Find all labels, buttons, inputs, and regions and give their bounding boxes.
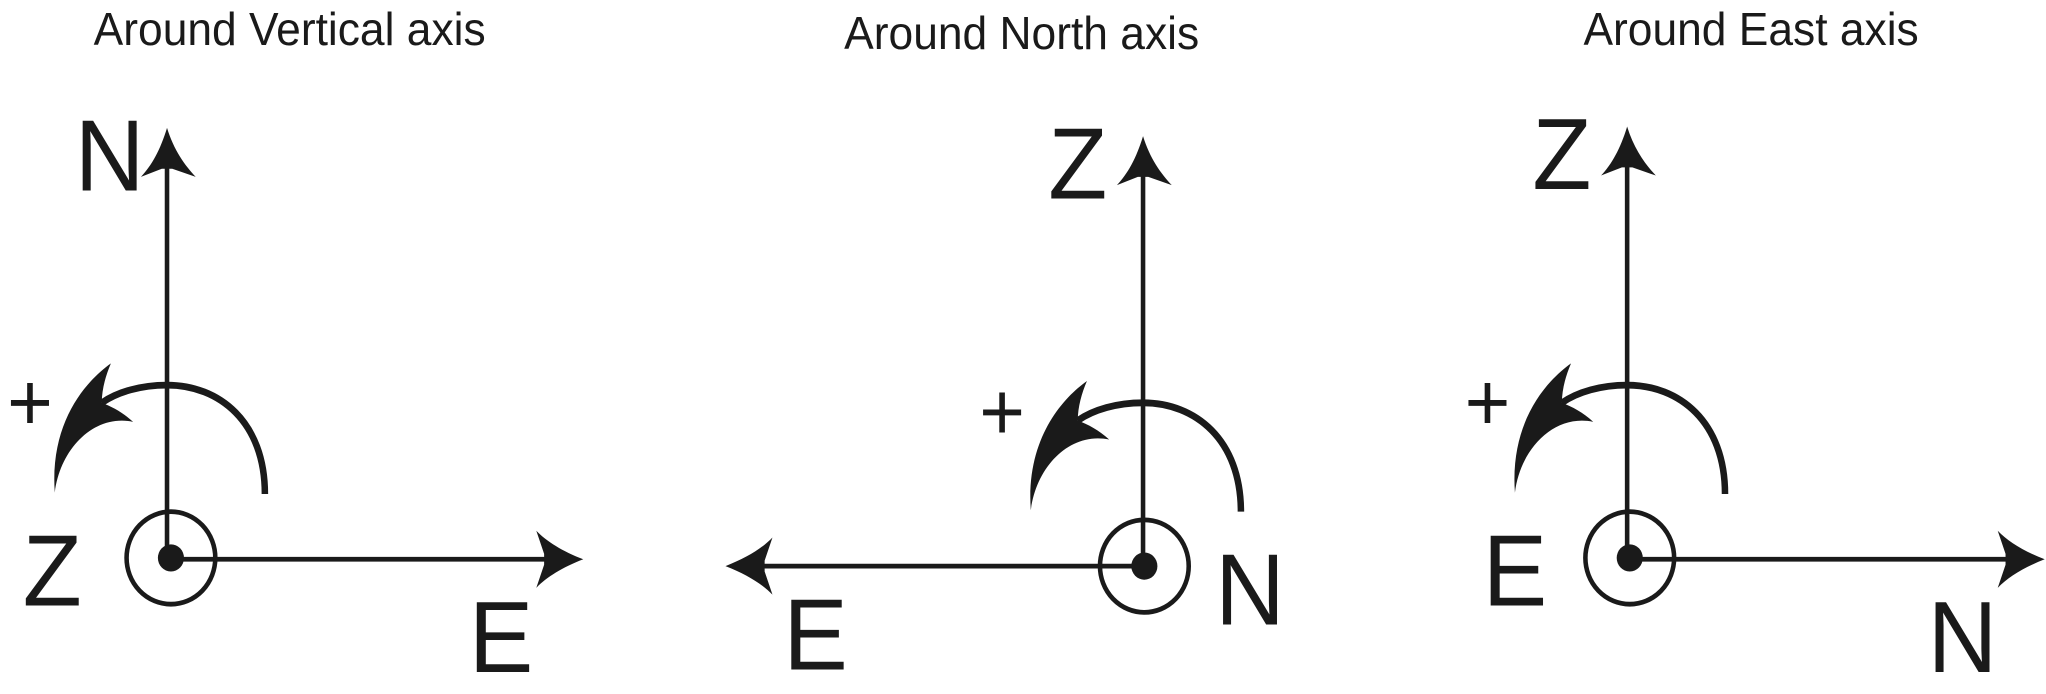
rotation-sign: + [979,366,1025,457]
horizontal-arrowhead-icon [1997,530,2045,588]
rotation-arrow-icon [1514,363,1725,494]
rotation-arrow-icon [1030,381,1241,512]
up-arrowhead-icon [140,127,196,177]
center-axis-label: E [1483,515,1547,627]
up-axis-label: Z [1048,108,1107,220]
up-axis-label: Z [1532,98,1591,210]
panel-vertical-axis: Around Vertical axis N Z E + [7,3,584,694]
panel-east-axis: Around East axis Z E N + [1465,3,2045,694]
axis-dot-icon [157,544,184,572]
rotation-sign: + [7,357,53,448]
up-arrowhead-icon [1601,126,1656,176]
horizontal-arrowhead-icon [725,537,773,595]
out-of-page-circle-icon [124,509,218,607]
horizontal-axis-label: E [469,581,533,693]
axis-dot-icon [1616,544,1643,572]
horizontal-arrowhead-icon [536,530,584,588]
out-of-page-circle-icon [1097,517,1191,615]
panel-title: Around Vertical axis [94,3,486,55]
center-axis-label: Z [23,515,82,627]
up-axis-label: N [75,100,145,212]
axis-dot-icon [1131,552,1158,580]
out-of-page-circle-icon [1583,509,1677,607]
panel-north-axis: Around North axis Z N E + [725,7,1285,691]
rotation-arrow-icon [54,363,265,494]
panel-title: Around East axis [1583,3,1918,55]
horizontal-axis-label: E [783,579,847,691]
center-axis-label: N [1215,534,1285,646]
panel-title: Around North axis [844,7,1199,59]
horizontal-axis-label: N [1928,581,1998,693]
up-arrowhead-icon [1116,136,1172,186]
rotation-sign: + [1465,357,1511,448]
